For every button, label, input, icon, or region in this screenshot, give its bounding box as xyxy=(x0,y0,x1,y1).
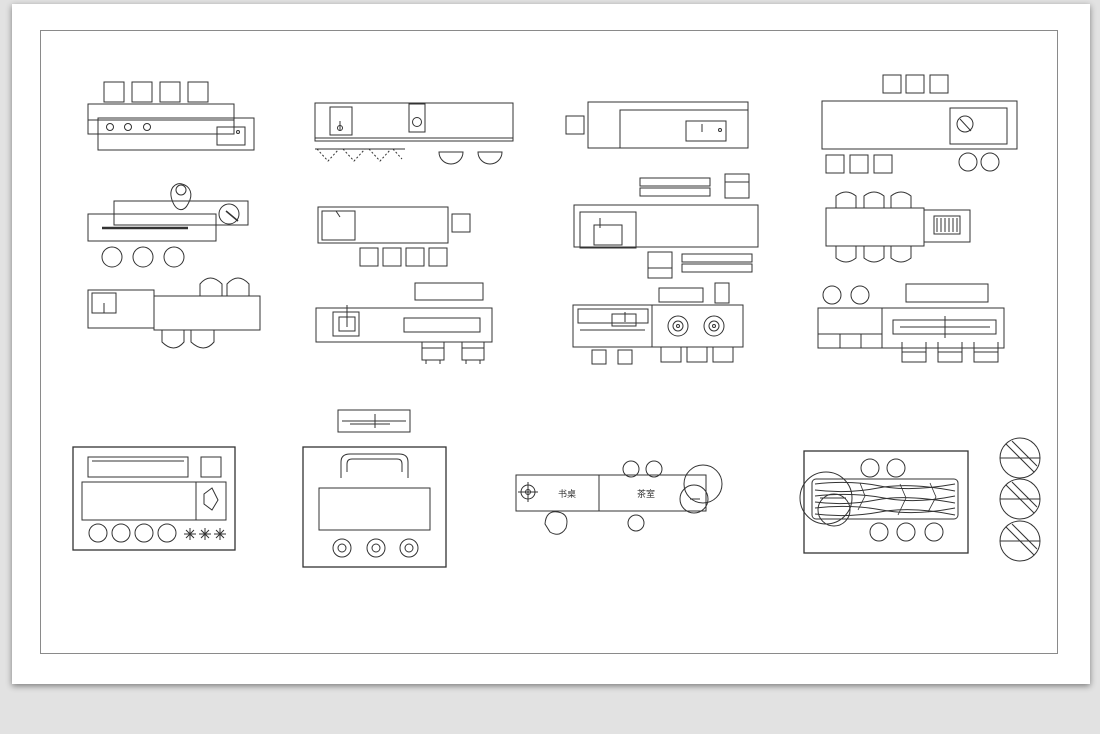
island-block-desk-tearoom xyxy=(515,460,723,535)
island-block-bench-chairs xyxy=(315,282,493,364)
island-block-wood-slab xyxy=(799,450,969,554)
desk-label: 书桌 xyxy=(558,488,576,499)
island-block-sink-counter xyxy=(565,101,749,149)
island-block-sink-chairs xyxy=(87,277,261,349)
island-block-dining-table xyxy=(825,191,971,263)
island-block-round-sink xyxy=(821,74,1018,174)
drawing-sheet xyxy=(12,4,1090,684)
island-block-double-round-sink xyxy=(572,282,744,365)
crossed-round-stools xyxy=(999,437,1041,562)
island-block-counter-chairs xyxy=(817,283,1005,363)
island-block-cooking-station xyxy=(72,446,236,551)
sheet-border-frame xyxy=(40,30,1058,654)
island-block-benches xyxy=(573,173,759,279)
island-block-hood-stools xyxy=(302,409,447,568)
island-block-long-counter xyxy=(314,102,514,165)
island-block-stools-cooktop xyxy=(87,81,255,151)
island-block-counter-four-stools xyxy=(317,206,471,267)
island-block-person-round-stools xyxy=(87,183,249,268)
tearoom-label: 茶室 xyxy=(637,488,655,499)
